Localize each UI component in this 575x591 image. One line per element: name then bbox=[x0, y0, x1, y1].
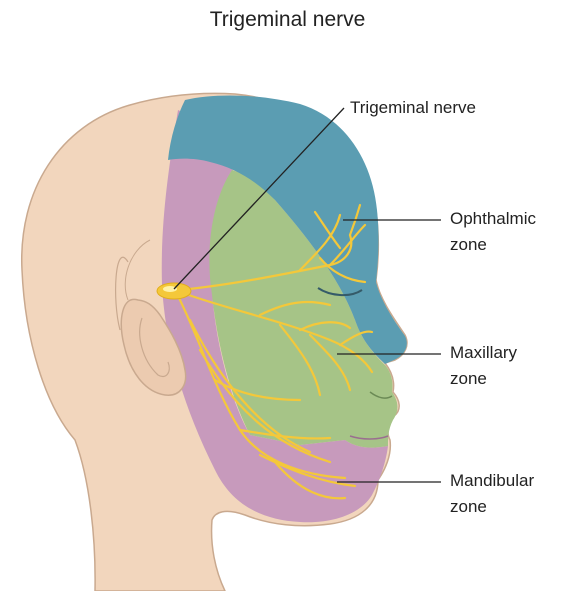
label-mandibular-line1: Mandibular bbox=[450, 471, 534, 490]
label-maxillary-line2: zone bbox=[450, 369, 487, 388]
label-maxillary-line1: Maxillary bbox=[450, 343, 518, 362]
label-ophthalmic-line2: zone bbox=[450, 235, 487, 254]
label-ophthalmic-line1: Ophthalmic bbox=[450, 209, 536, 228]
label-trigeminal-nerve: Trigeminal nerve bbox=[350, 98, 476, 117]
ganglion-highlight bbox=[163, 286, 177, 292]
label-mandibular-line2: zone bbox=[450, 497, 487, 516]
